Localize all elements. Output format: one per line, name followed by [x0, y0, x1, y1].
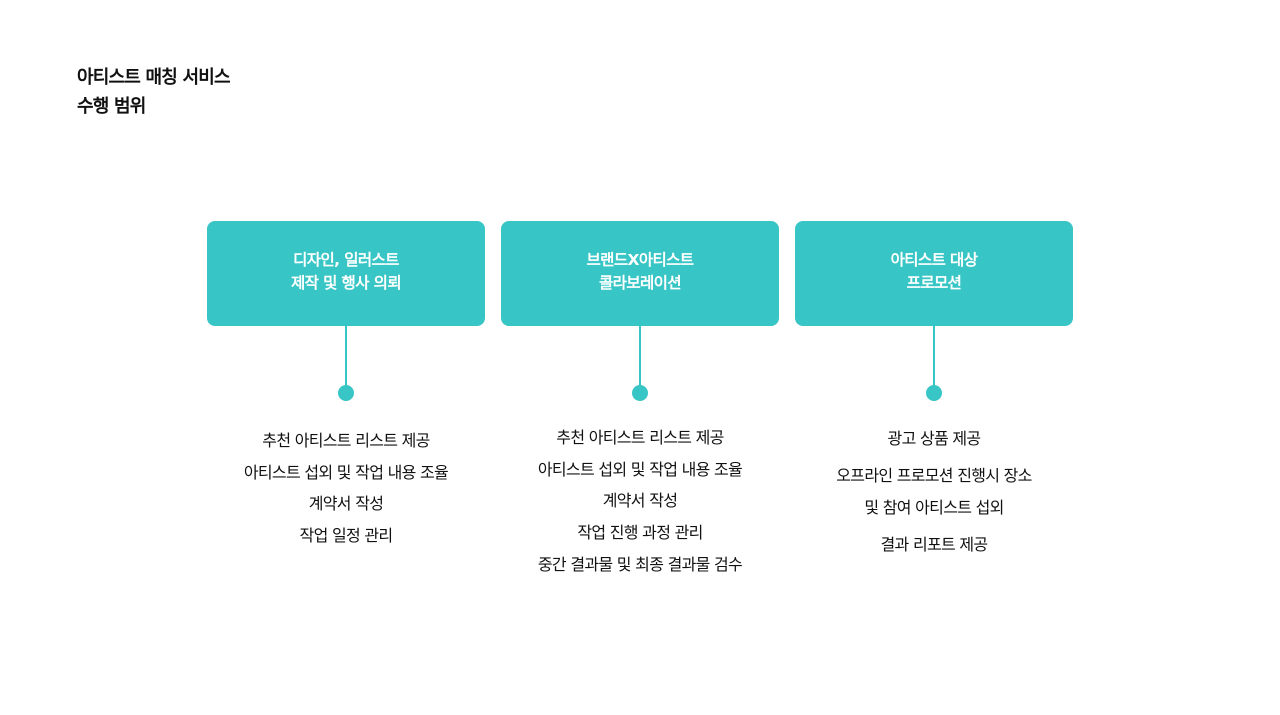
connector-line	[933, 326, 935, 388]
list-item: 추천 아티스트 리스트 제공	[556, 428, 724, 447]
card-heading-line: 프로모션	[906, 274, 962, 292]
card-heading-line: 콜라보레이션	[599, 274, 682, 292]
card-heading-line: 아티스트 대상	[890, 251, 978, 269]
service-card-collab: 브랜드X아티스트 콜라보레이션	[501, 221, 779, 326]
list-item: 중간 결과물 및 최종 결과물 검수	[537, 555, 743, 574]
page-title: 아티스트 매칭 서비스 수행 범위	[77, 63, 231, 121]
connector-dot	[338, 385, 354, 401]
card-heading-line: 디자인, 일러스트	[293, 251, 399, 269]
list-item: 추천 아티스트 리스트 제공	[262, 431, 430, 450]
list-item: 아티스트 섭외 및 작업 내용 조율	[537, 460, 743, 479]
list-item: 아티스트 섭외 및 작업 내용 조율	[243, 463, 449, 482]
connector-dot	[632, 385, 648, 401]
page-title-line2: 수행 범위	[77, 96, 146, 117]
service-card-design: 디자인, 일러스트 제작 및 행사 의뢰	[207, 221, 485, 326]
list-item: 작업 일정 관리	[299, 526, 394, 545]
list-item: 계약서 작성	[308, 494, 384, 513]
list-item: 계약서 작성	[602, 491, 678, 510]
list-item: 및 참여 아티스트 섭외	[864, 498, 1004, 517]
card-heading-line: 브랜드X아티스트	[586, 251, 695, 269]
card-heading-line: 제작 및 행사 의뢰	[290, 274, 402, 292]
list-item: 오프라인 프로모션 진행시 장소	[836, 466, 1032, 485]
connector-line	[639, 326, 641, 388]
connector-line	[345, 326, 347, 388]
list-item: 광고 상품 제공	[887, 429, 982, 448]
service-card-promotion: 아티스트 대상 프로모션	[795, 221, 1073, 326]
list-item: 작업 진행 과정 관리	[577, 523, 703, 542]
connector-dot	[926, 385, 942, 401]
list-item: 결과 리포트 제공	[880, 535, 989, 554]
page-title-line1: 아티스트 매칭 서비스	[77, 67, 231, 88]
